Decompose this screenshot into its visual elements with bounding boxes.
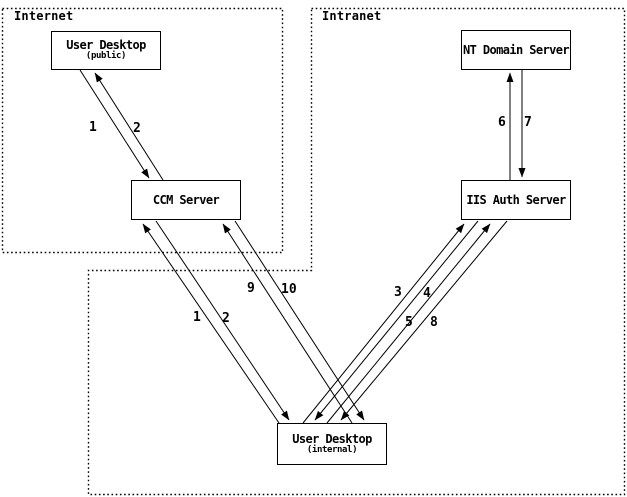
node-title: User Desktop bbox=[66, 38, 146, 53]
arrow-4-iis-to-internal-desktop bbox=[314, 220, 479, 421]
node-user-desktop-internal: User Desktop (internal) bbox=[277, 423, 387, 465]
arrow-9-internal-desktop-to-ccm bbox=[222, 223, 353, 424]
node-nt-domain-server: NT Domain Server bbox=[461, 30, 571, 70]
node-title: IIS Auth Server bbox=[466, 192, 566, 207]
flow-label-7: 7 bbox=[524, 115, 532, 130]
arrow-1-public-desktop-to-ccm bbox=[79, 69, 150, 179]
node-user-desktop-public: User Desktop (public) bbox=[51, 31, 161, 70]
flow-label-2-internal: 2 bbox=[222, 311, 230, 326]
arrow-10-ccm-to-internal-desktop bbox=[234, 220, 365, 421]
intranet-zone-label: Intranet bbox=[322, 9, 382, 23]
flow-label-1-public: 1 bbox=[89, 120, 97, 135]
node-title: User Desktop bbox=[292, 431, 372, 446]
flow-label-4: 4 bbox=[423, 286, 431, 301]
node-subtitle: (public) bbox=[85, 51, 127, 62]
arrow-2-ccm-to-public-desktop bbox=[94, 72, 164, 181]
node-ccm-server: CCM Server bbox=[131, 180, 241, 220]
flow-label-1-internal: 1 bbox=[193, 310, 201, 325]
arrow-2-ccm-to-internal-desktop bbox=[155, 220, 290, 421]
arrow-8-iis-to-internal-desktop bbox=[340, 220, 508, 421]
flow-label-10: 10 bbox=[281, 282, 297, 297]
flow-label-8: 8 bbox=[430, 315, 438, 330]
arrow-3-internal-desktop-to-iis bbox=[302, 223, 465, 424]
flow-label-9: 9 bbox=[247, 281, 255, 296]
flow-label-3: 3 bbox=[394, 285, 402, 300]
node-title: CCM Server bbox=[152, 192, 220, 207]
internet-zone-label: Internet bbox=[14, 9, 74, 23]
node-title: NT Domain Server bbox=[463, 42, 570, 57]
arrow-5-internal-desktop-to-iis bbox=[326, 223, 491, 424]
flow-label-6: 6 bbox=[498, 115, 506, 130]
intranet-zone-border bbox=[87, 7, 626, 496]
arrow-1-internal-desktop-to-ccm bbox=[142, 223, 280, 424]
flow-label-2-public: 2 bbox=[133, 121, 141, 136]
node-subtitle: (internal) bbox=[306, 444, 358, 455]
node-iis-auth-server: IIS Auth Server bbox=[461, 180, 571, 220]
flow-label-5: 5 bbox=[405, 315, 413, 330]
